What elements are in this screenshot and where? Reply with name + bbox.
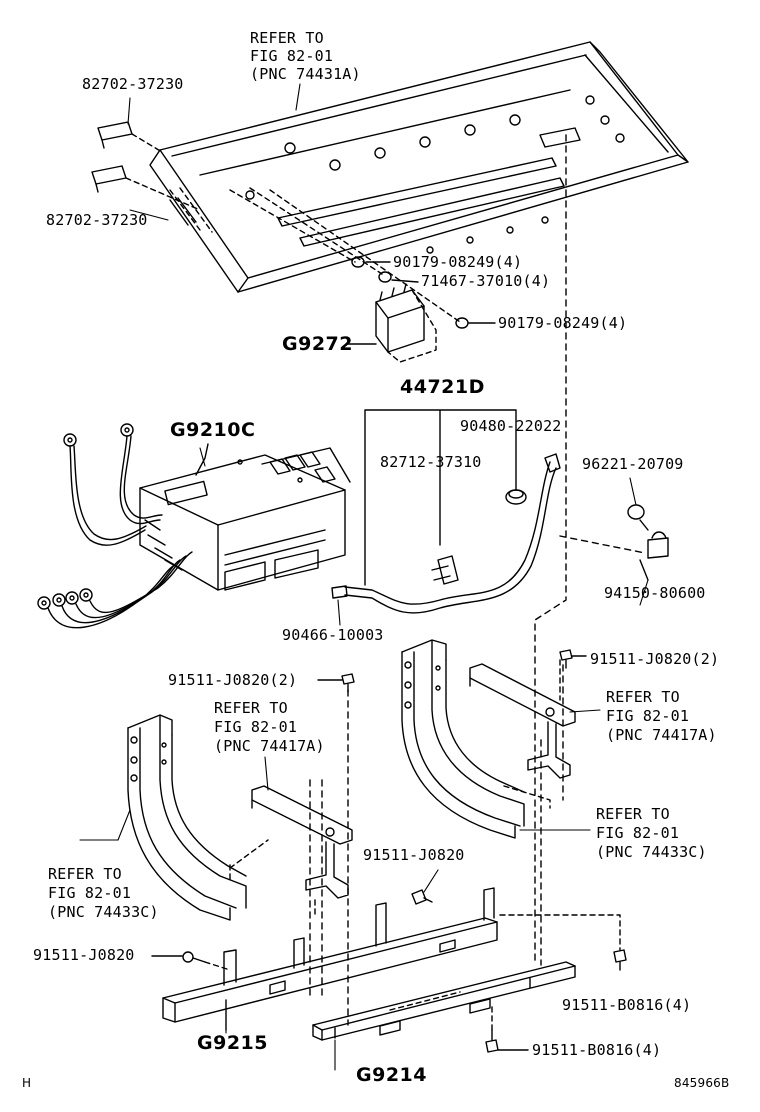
part-91511-j0820-2-right: 91511-J0820(2) (590, 650, 720, 668)
leader-lines (79, 83, 649, 1071)
part-91511-b0816-right: 91511-B0816(4) (562, 996, 692, 1014)
refer-to-74433c-right-line3: (PNC 74433C) (596, 843, 707, 861)
rail-g9214 (312, 914, 621, 1041)
part-91511-b0816-bottom: 91511-B0816(4) (532, 1041, 662, 1059)
module-g9272 (345, 283, 437, 363)
nut-90179-b (455, 317, 496, 329)
bolt-91511-j0820-left (151, 951, 231, 971)
corner-mark-h: H (22, 1076, 32, 1090)
part-g9272: G9272 (282, 333, 353, 355)
refer-to-74417a-right-line2: FIG 82-01 (606, 707, 690, 725)
part-91511-j0820-mid: 91511-J0820 (363, 846, 465, 864)
part-44721d: 44721D (400, 376, 485, 398)
ecu-leads-upper (63, 423, 163, 546)
drawing-number: 845966B (674, 1076, 730, 1090)
clamp-94150 (559, 504, 669, 581)
bolt-91511-b0816-bottom (485, 1004, 529, 1053)
refer-to-74433c-left-line1: REFER TO (48, 865, 122, 883)
bracket-74417a-right (469, 659, 576, 779)
part-90179-08249-b: 90179-08249(4) (498, 314, 628, 332)
refer-to-74417a-left-line2: FIG 82-01 (214, 718, 298, 736)
part-94150-80600: 94150-80600 (604, 584, 706, 602)
bolt-91511-j0820-2-left (317, 673, 355, 693)
part-90480-22022: 90480-22022 (460, 417, 562, 435)
refer-to-74417a-right-line1: REFER TO (606, 688, 680, 706)
part-g9215: G9215 (197, 1032, 268, 1054)
ecu-leads-lower (37, 551, 193, 629)
refer-to-74417a-left-line3: (PNC 74417A) (214, 737, 325, 755)
cable-44721d (331, 409, 561, 614)
part-90179-08249-a: 90179-08249(4) (393, 253, 523, 271)
refer-to-74417a-right-line3: (PNC 74417A) (606, 726, 717, 744)
bracket-74417a-left (251, 785, 353, 899)
part-82712-37310: 82712-37310 (380, 453, 482, 471)
bracket-82702-bottom (91, 165, 201, 211)
part-90466-10003: 90466-10003 (282, 626, 384, 644)
right-support-bracket (401, 639, 551, 839)
refer-to-74431a-line1: REFER TO (250, 29, 324, 47)
bracket-82702-top (97, 121, 163, 153)
refer-to-74433c-right-line1: REFER TO (596, 805, 670, 823)
refer-to-74431a-line3: (PNC 74431A) (250, 65, 361, 83)
bolt-91511-j0820-2-right (559, 649, 587, 669)
part-82702-37230-bottom: 82702-37230 (46, 211, 148, 229)
part-71467-37010: 71467-37010(4) (421, 272, 551, 290)
nut-90179-a (351, 256, 391, 268)
refer-to-74433c-left-line3: (PNC 74433C) (48, 903, 159, 921)
refer-to-74433c-left-line2: FIG 82-01 (48, 884, 132, 902)
nut-71467 (378, 271, 419, 283)
left-support-bracket (127, 714, 269, 921)
part-96221-20709: 96221-20709 (582, 455, 684, 473)
refer-to-74431a-line2: FIG 82-01 (250, 47, 334, 65)
bolt-91511-j0820-mid (411, 889, 433, 905)
top-tray (149, 41, 689, 293)
ecu-g9210c (139, 443, 351, 591)
refer-to-74433c-right-line2: FIG 82-01 (596, 824, 680, 842)
part-82702-37230-top: 82702-37230 (82, 75, 184, 93)
part-g9210c: G9210C (170, 419, 256, 441)
rail-g9215 (162, 887, 498, 1031)
part-91511-j0820-left: 91511-J0820 (33, 946, 135, 964)
part-91511-j0820-2-left: 91511-J0820(2) (168, 671, 298, 689)
part-g9214: G9214 (356, 1064, 427, 1086)
bolt-91511-b0816-right (613, 929, 627, 971)
refer-to-74417a-left-line1: REFER TO (214, 699, 288, 717)
